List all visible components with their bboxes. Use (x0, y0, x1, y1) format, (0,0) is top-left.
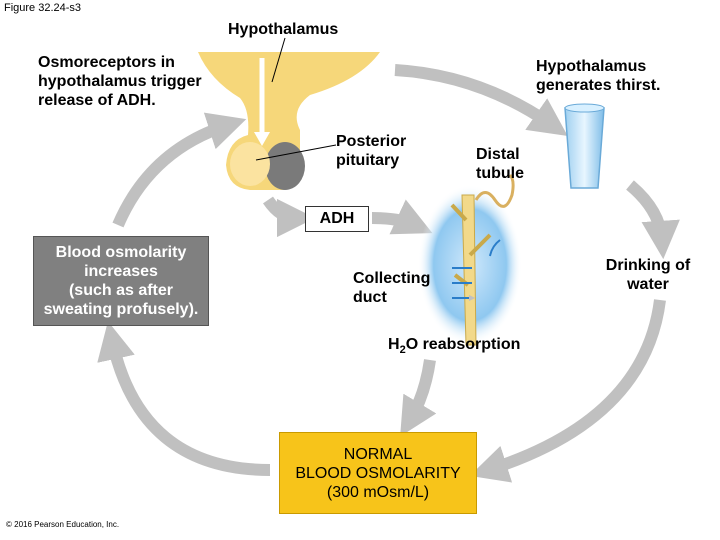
posterior-pituitary-lobe (265, 142, 305, 190)
anterior-pituitary-lobe (230, 142, 270, 186)
blood-osmolarity-box: Blood osmolarity increases (such as afte… (33, 236, 209, 326)
h2o-h: H (388, 336, 400, 353)
hypothalamus-label: Hypothalamus (228, 21, 339, 38)
arrow-hypothalamus-to-thirst (394, 64, 568, 136)
blood-box-line: sweating profusely). (43, 301, 199, 318)
normal-box-line: BLOOD OSMOLARITY (295, 464, 461, 482)
arrow-glass-to-drinking (626, 180, 680, 260)
posterior-pituitary-label: Posterior pituitary (336, 133, 407, 169)
blood-box-line: increases (84, 263, 158, 280)
pituitary-pointer (255, 144, 337, 161)
h2o-subscript: 2 (399, 344, 406, 357)
figure-label: Figure 32.24-s3 (4, 2, 82, 14)
hypothalamus-pointer (271, 37, 286, 83)
normal-box-line: (300 mOsm/L) (326, 483, 430, 501)
drinking-label: Drinking of water (605, 257, 691, 293)
glass-of-water-icon (564, 103, 605, 189)
copyright-text: © 2016 Pearson Education, Inc. (6, 520, 120, 529)
arrow-normal-to-blood (97, 321, 271, 476)
osmoreceptors-label: Osmoreceptors in hypothalamus trigger re… (38, 54, 202, 109)
adh-box: ADH (305, 206, 369, 232)
distal-tubule-label: Distal tubule (476, 146, 524, 182)
h2o-reabsorption-label: H2O reabsorption (388, 335, 520, 360)
arrow-pituitary-to-adh (263, 196, 316, 238)
arrow-drinking-to-normal (469, 299, 666, 483)
h2o-rest: O reabsorption (405, 336, 521, 353)
arrow-adh-to-kidney (371, 199, 433, 235)
kidney-tubule-illustration (418, 173, 522, 346)
arrow-h2o-to-normal (400, 359, 437, 437)
blood-box-line: Blood osmolarity (55, 244, 187, 261)
hypothalamus-illustration (198, 52, 380, 190)
arrow-blood-to-osmoreceptors (112, 112, 247, 228)
thirst-label: Hypothalamus generates thirst. (536, 58, 661, 94)
blood-box-line: (such as after (68, 282, 174, 299)
normal-box-line: NORMAL (343, 445, 413, 463)
normal-osmolarity-box: NORMAL BLOOD OSMOLARITY (300 mOsm/L) (279, 432, 477, 514)
collecting-duct-label: Collecting duct (353, 270, 431, 306)
